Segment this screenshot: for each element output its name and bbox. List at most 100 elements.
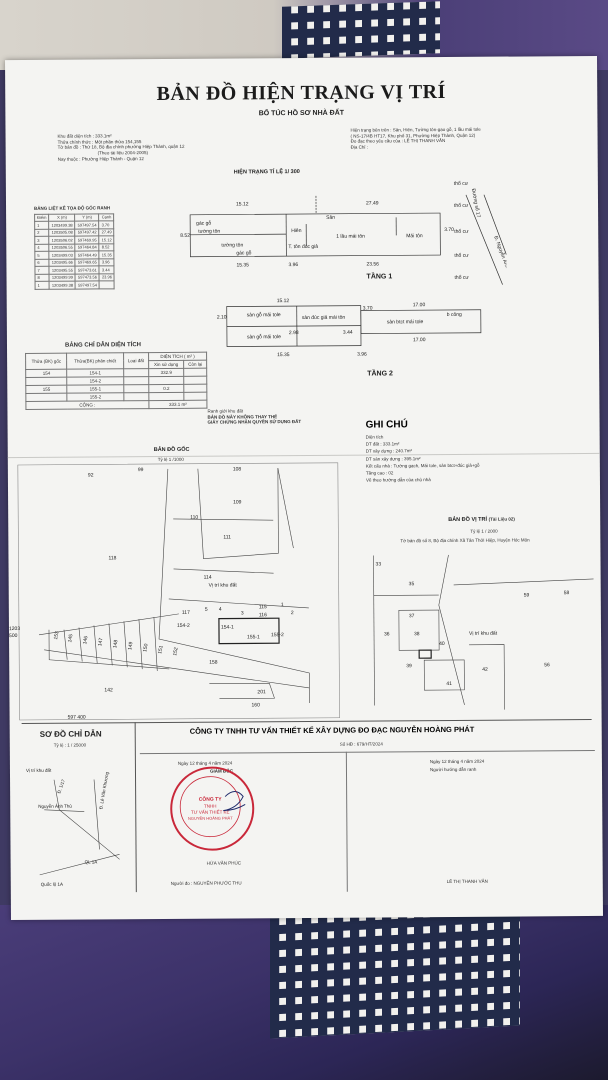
- parcel-label: 152: [172, 647, 179, 656]
- parcel-label: 142: [104, 687, 113, 693]
- divider: [134, 722, 137, 893]
- area-total-label: CỘNG :: [25, 400, 149, 409]
- coord-cell: 597473.61: [75, 266, 100, 274]
- location-parcel: 41: [446, 681, 452, 687]
- director-name: HỨA VĂN PHÚC: [206, 860, 241, 866]
- coord-cell: 3.44: [99, 265, 115, 274]
- company-stamp: CÔNG TY TNHH TƯ VẤN THIẾT KẾ NGUYỄN HOÀN…: [169, 766, 255, 851]
- location-parcel: 33: [376, 561, 382, 567]
- document-title: BẢN ĐỒ HIỆN TRẠNG VỊ TRÍ: [156, 81, 446, 106]
- parcel-label: 4: [219, 607, 222, 613]
- floor2-dim: 2.10: [217, 315, 227, 321]
- parcel-label: 160: [251, 702, 260, 708]
- info-left: Khu đất diện tích : 333.1m² Thửa chính t…: [58, 132, 288, 162]
- svg-text:CÔNG TY: CÔNG TY: [199, 795, 222, 803]
- area-cell: [123, 376, 149, 385]
- area-cell: [123, 392, 149, 401]
- parcel-label: 117: [182, 610, 190, 616]
- parcel-label: 154-2: [177, 623, 190, 629]
- location-map-source: (Tài Liệu 02): [488, 516, 515, 522]
- floor1-dim: 8.52: [180, 233, 190, 239]
- guide-label: QL 1A: [85, 859, 98, 864]
- coord-cell: [99, 280, 115, 289]
- coord-cell: 7: [34, 266, 50, 274]
- floor2-dim: 3.96: [357, 352, 367, 358]
- neighbor-label: thổ cư: [454, 202, 469, 209]
- coord-cell: 1203505.08: [49, 228, 76, 237]
- divider: [139, 749, 595, 755]
- guide-map-drawing: Vị trí khu đất Đ. Lê Văn Khương Nguyễn Ả…: [26, 768, 120, 887]
- parcel-label: 145: [67, 634, 74, 643]
- area-cell: [123, 384, 149, 393]
- parcel-label: 155-2: [271, 632, 284, 638]
- floor1-label: T. tôn đúc giả: [288, 244, 318, 250]
- coord-cell: 597469.95: [75, 236, 100, 244]
- coord-cell: 4: [34, 243, 50, 252]
- coord-cell: 1203499.38: [49, 281, 76, 289]
- floor2-label: sàn đúc giả mái tôn: [302, 315, 346, 321]
- checkered-fabric-bottom: [270, 905, 520, 1039]
- coord-cell: 1203499.99: [49, 273, 76, 282]
- parcel-label: 108: [233, 466, 242, 472]
- map-edge-label: 1203: [9, 626, 20, 632]
- coord-cell: 597497.54: [75, 221, 100, 229]
- parcel-label: 99: [138, 467, 144, 473]
- area-cell: [123, 368, 149, 377]
- parcel-label: 147: [97, 637, 104, 646]
- checkered-fabric-top: [282, 1, 440, 59]
- coord-cell: 1203506.02: [49, 236, 76, 244]
- location-parcel: 37: [409, 613, 415, 619]
- coord-cell: 5: [34, 251, 50, 259]
- parcel-label: 92: [88, 472, 94, 478]
- map-edge-label: 500: [9, 633, 18, 639]
- floor1-dim: 23.56: [366, 261, 379, 267]
- measurer: Người đo : NGUYỄN PHƯỚC THU: [170, 880, 242, 886]
- info-right: Hiện trạng bên trên : Sân, Hiên, Tường t…: [350, 126, 590, 150]
- floor2-dim: 17.00: [413, 337, 426, 343]
- cadastral-map-drawing: 92 99 108 109 110 111 118 114 117 115 11…: [9, 462, 340, 721]
- floor2-dim: 3.44: [343, 330, 353, 336]
- coord-header: X (m): [48, 213, 76, 222]
- coord-cell: 597464.84: [75, 243, 100, 252]
- floor1-dim: 15.12: [236, 201, 249, 207]
- location-parcel: 40: [439, 641, 445, 647]
- parcel-label: 155-1: [247, 634, 260, 640]
- location-map-title-text: BẢN ĐỒ VỊ TRÍ: [448, 516, 488, 523]
- parcel-label: 110: [190, 515, 198, 521]
- coord-cell: 597464.49: [75, 251, 100, 259]
- floor2-dim: 15.35: [277, 352, 290, 358]
- date-right: Ngày 12 tháng 4 năm 2024: [429, 758, 485, 765]
- location-parcel: 39: [406, 663, 412, 669]
- coord-header: Y (m): [75, 213, 100, 222]
- location-map-ref: Tờ bản đồ số 8, Bộ địa chính Xã Tân Thới…: [400, 537, 530, 544]
- parcel-label: 111: [223, 535, 231, 541]
- parcel-label: 2: [291, 610, 294, 616]
- coord-cell: 3.70: [99, 220, 115, 229]
- location-parcel: 35: [409, 581, 415, 587]
- note-item: Vẽ theo hướng dẫn của chủ nhà: [365, 477, 431, 483]
- cadastral-map-title: BẢN ĐỒ GỐC: [153, 446, 190, 454]
- location-parcel: 56: [544, 662, 550, 668]
- coord-cell: 1: [34, 221, 50, 229]
- floor2-label: sàn btct mái tole: [387, 319, 424, 325]
- coord-cell: 15.12: [99, 235, 115, 244]
- guide-label: Vị trí khu đất: [26, 768, 52, 773]
- notes-block: GHI CHÚ Diện tích DT đất : 333.1m² DT xâ…: [366, 419, 480, 484]
- stamp-icon: CÔNG TY TNHH TƯ VẤN THIẾT KẾ NGUYỄN HOÀN…: [179, 776, 246, 838]
- coord-cell: 1203506.55: [49, 243, 76, 252]
- map-edge-label: 597 400: [68, 715, 86, 721]
- coord-cell: 8: [34, 273, 50, 282]
- guide-map-title: SƠ ĐỒ CHỈ DẪN: [39, 729, 102, 739]
- area-header: Loại đất: [123, 352, 149, 369]
- floor1-label: gác gỗ: [196, 220, 211, 227]
- location-map-title: BẢN ĐỒ VỊ TRÍ (Tài Liệu 02): [448, 517, 515, 525]
- parcel-label: 116: [259, 612, 267, 618]
- guide-label: Nguyễn Ảnh Thủ: [38, 803, 72, 809]
- coord-table-title: BẢNG LIỆT KÊ TỌA ĐỘ GÓC RANH: [34, 205, 111, 211]
- coord-cell: 1203495.66: [49, 258, 76, 267]
- floor1-label: tường tôn: [221, 242, 243, 248]
- location-map-drawing: 33 35 59 58 37 36 38 40 39 41 42 56 Vị t…: [373, 554, 594, 710]
- floor-plan-drawing: gác gỗ tường tôn Sân Hiên 1 lầu mái tôn …: [180, 180, 507, 378]
